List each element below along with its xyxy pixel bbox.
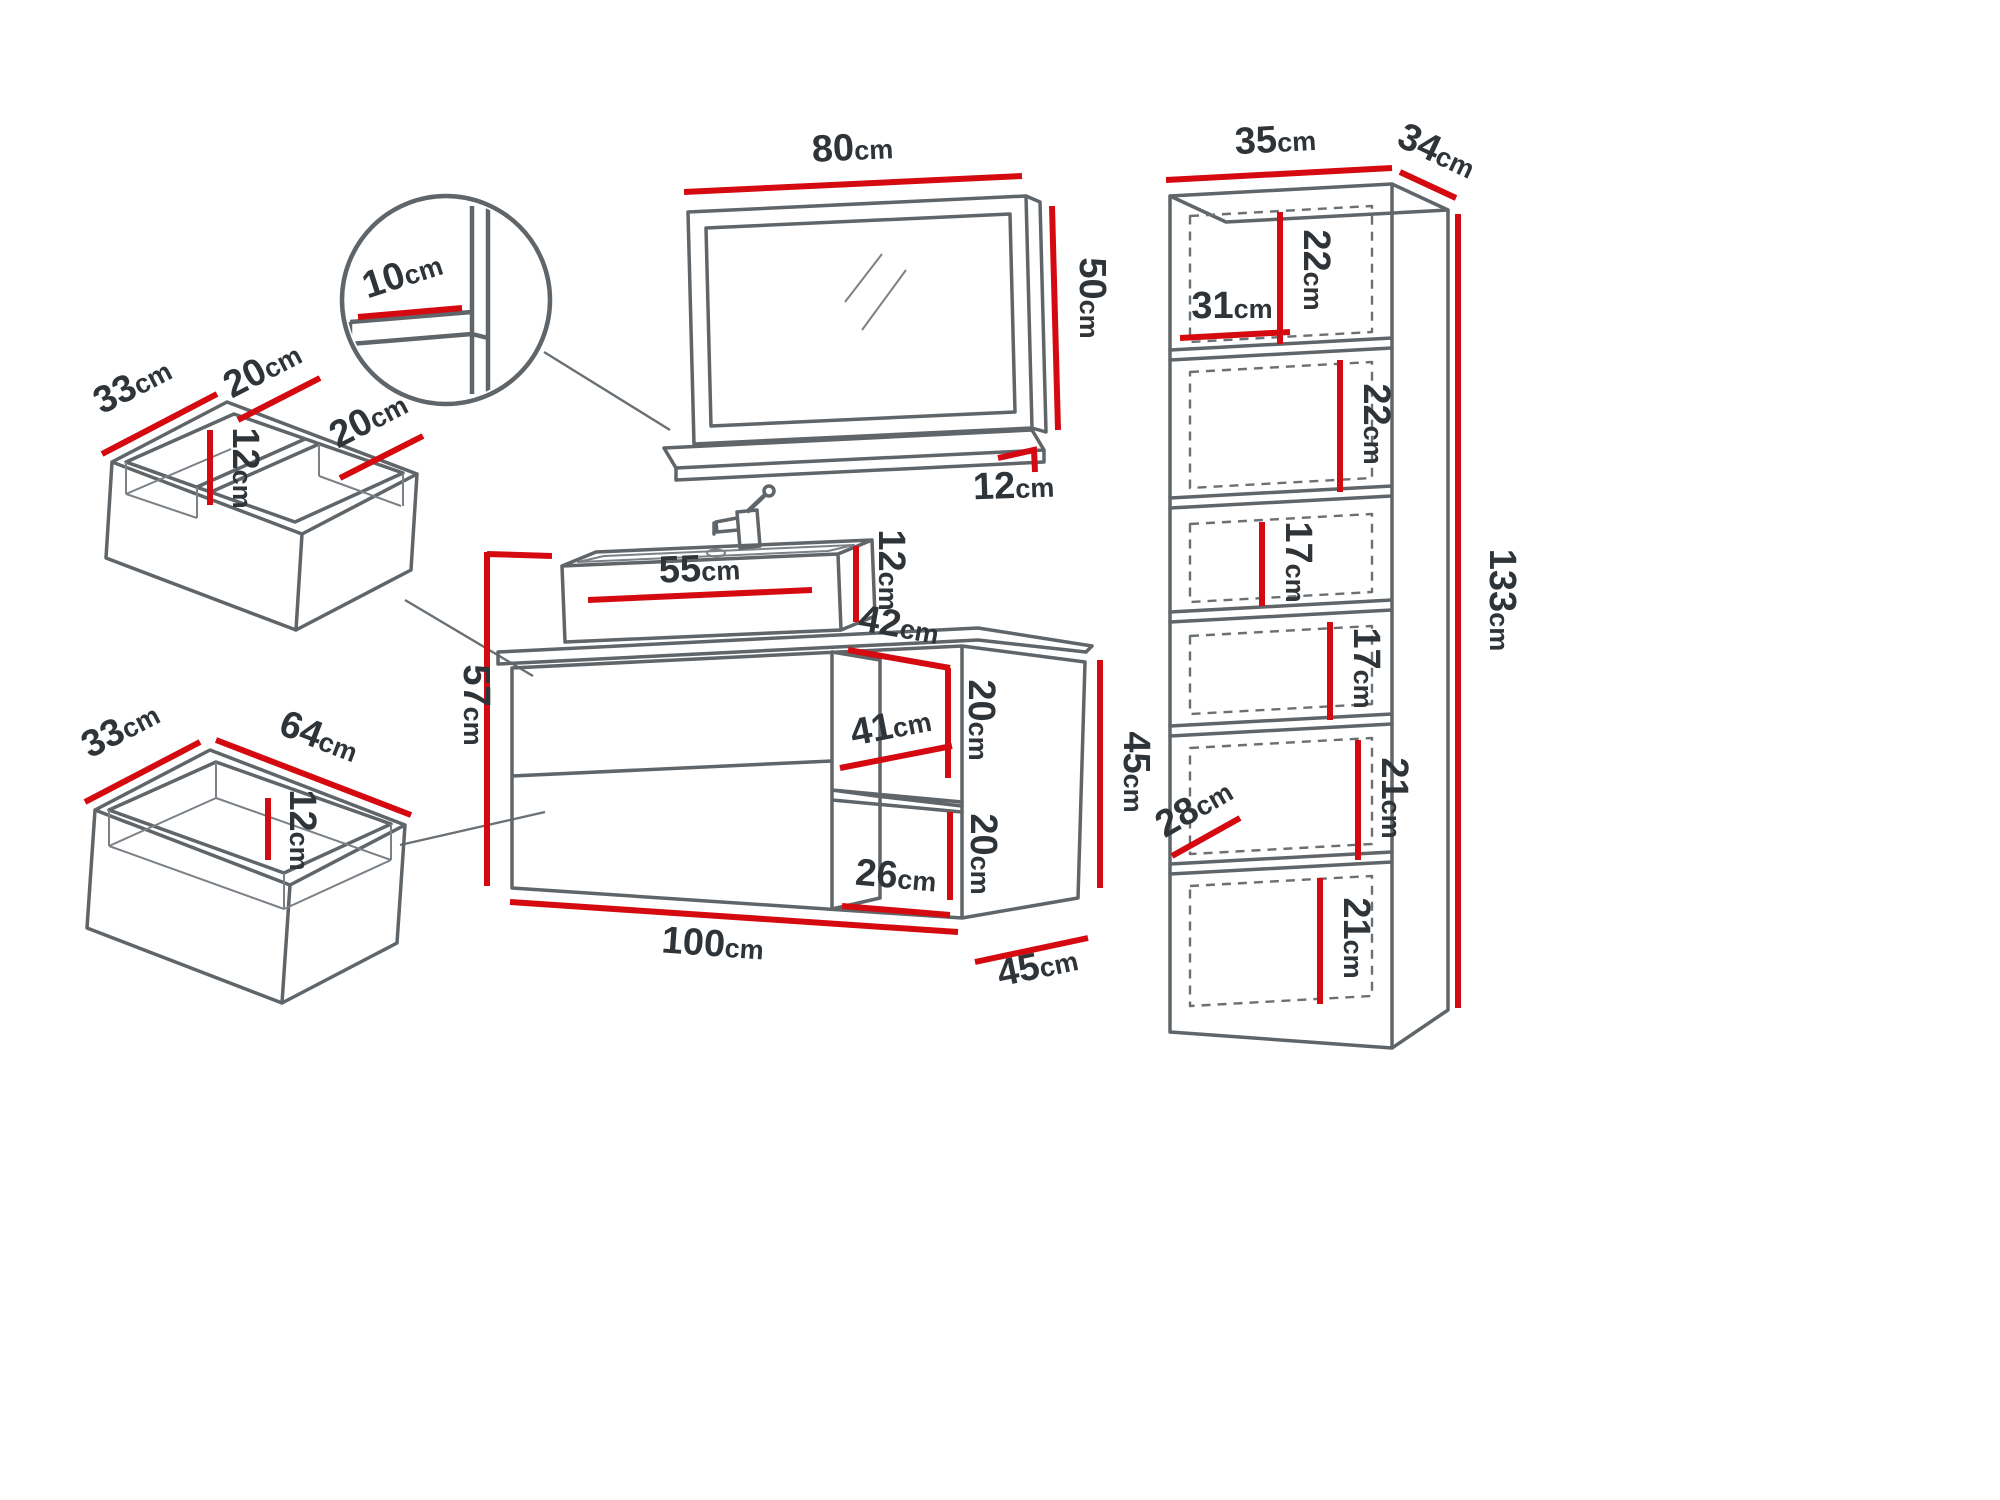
mirror-outline [662, 194, 1048, 482]
dim-tall-top-compartment: 22cm [1295, 229, 1337, 310]
detail-circle-outline [339, 193, 553, 407]
vanity-niche-outline [830, 650, 964, 911]
dim-mirror-shelf-depth: 12cm [972, 464, 1055, 509]
tall-cabinet-dimension-lines [1165, 165, 1461, 1008]
dim-vanity-depth: 45cm [993, 937, 1081, 995]
faucet-outline [712, 508, 762, 550]
tall-cabinet-inner-dashed [1188, 204, 1374, 1008]
dim-tall-bottom-compartment: 21cm [1335, 897, 1377, 978]
dim-top-drawer-left-compartment: 20cm [217, 332, 309, 407]
dim-vanity-total-height: 57cm [455, 664, 497, 745]
dim-tall-niche-depth: 28cm [1148, 769, 1239, 846]
dim-top-drawer-side: 33cm [87, 348, 179, 423]
sink-drain [706, 548, 726, 558]
faucet-knob [762, 484, 776, 498]
mirror-dimension-lines [683, 173, 1061, 473]
dim-mirror-height: 50cm [1071, 257, 1113, 338]
dim-basin-depth: 42cm [855, 597, 942, 652]
mirror-diagram: 80cm 50cm 12cm [662, 125, 1113, 509]
vanity-dimension-lines [484, 546, 1103, 965]
dim-bottom-drawer-side: 33cm [75, 692, 167, 767]
tall-cabinet-diagram: 35cm 34cm 133cm 22cm 31cm 22cm 17cm 17cm… [1148, 115, 1523, 1050]
dim-top-drawer-depth: 12cm [224, 427, 266, 508]
basin-inner-rim [577, 544, 855, 563]
mirror-reflection-marks [844, 253, 907, 331]
dim-tall-height: 133cm [1481, 549, 1523, 651]
detail-frame-lines [347, 204, 491, 394]
dim-basin-width: 55cm [658, 546, 741, 592]
dim-vanity-bottom-width: 26cm [854, 852, 939, 901]
dim-tall-second-compartment: 22cm [1355, 383, 1397, 464]
dim-vanity-body-height: 45cm [1115, 731, 1157, 812]
leader-bottomdrawer-to-vanity [399, 810, 546, 847]
dim-bottom-drawer-width: 64cm [274, 703, 365, 771]
dim-vanity-width: 100cm [660, 920, 765, 969]
bottom-drawer-diagram: 33cm 64cm 12cm [75, 692, 413, 1005]
bottom-drawer-interior-lines [108, 762, 392, 910]
vanity-counter-outline [496, 626, 1094, 666]
bottom-drawer-dimension-lines [83, 737, 413, 860]
detail-circle-diagram: 10cm [339, 193, 553, 407]
dim-vanity-lower-compartment: 20cm [962, 813, 1004, 894]
faucet-handle [745, 492, 768, 514]
dim-tall-fifth-compartment: 21cm [1373, 757, 1415, 838]
vanity-body-outline [510, 644, 1087, 920]
detail-dimension-line [357, 305, 463, 320]
dim-tall-third-compartment: 17cm [1277, 521, 1319, 602]
dim-detail-shelf-thickness: 10cm [357, 242, 447, 307]
dim-basin-height: 12cm [870, 529, 912, 610]
dim-mirror-width: 80cm [811, 125, 894, 171]
dim-vanity-upper-compartment: 20cm [960, 679, 1002, 760]
tall-cabinet-outline [1168, 182, 1450, 1050]
dim-bottom-drawer-depth: 12cm [281, 789, 323, 870]
dim-tall-inner-width: 31cm [1191, 285, 1272, 327]
dim-tall-width: 35cm [1234, 117, 1317, 163]
top-drawer-dimension-lines [100, 375, 425, 505]
vanity-diagram: 55cm 12cm 42cm 57cm 41cm 20cm 20cm 26cm … [455, 484, 1157, 995]
top-drawer-interior-lines [125, 444, 404, 519]
dim-tall-fourth-compartment: 17cm [1345, 627, 1387, 708]
leader-detail-to-mirror [543, 350, 671, 432]
dim-vanity-shelf-width: 41cm [847, 698, 935, 755]
